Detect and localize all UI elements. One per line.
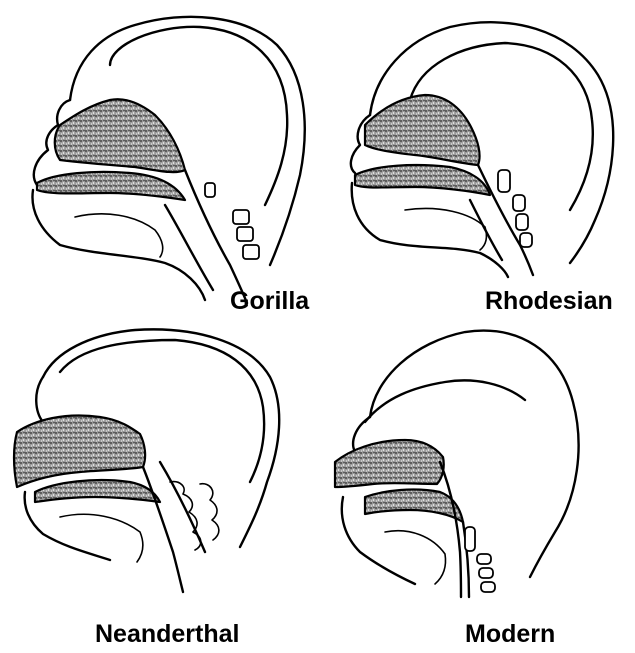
panel-label-gorilla: Gorilla [230,287,309,316]
panel-neanderthal: Neanderthal [5,322,315,653]
modern-head-diagram [315,322,615,612]
gorilla-head-diagram [15,5,315,305]
panel-label-rhodesian: Rhodesian [485,287,613,316]
panel-gorilla: Gorilla [15,5,315,315]
neanderthal-head-diagram [5,322,305,612]
panel-modern: Modern [315,322,635,653]
panel-rhodesian: Rhodesian [330,5,635,315]
rhodesian-head-diagram [330,5,630,305]
panel-label-modern: Modern [465,620,555,649]
panel-label-neanderthal: Neanderthal [95,620,239,649]
